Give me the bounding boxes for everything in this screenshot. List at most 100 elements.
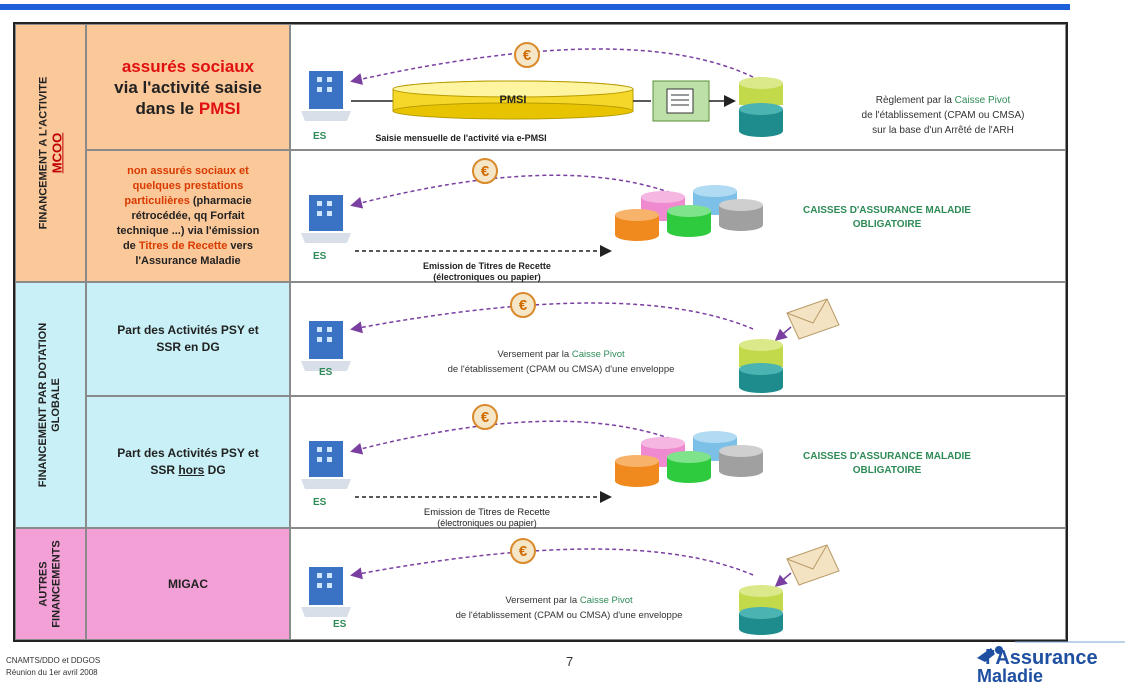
section-dotation-title: FINANCEMENT PAR DOTATION — [37, 322, 50, 488]
row1-right-line1a: Règlement par la — [876, 95, 955, 106]
section-autres-line2: FINANCEMENTS — [50, 540, 63, 628]
building-icon — [301, 321, 351, 371]
document-icon — [652, 80, 710, 122]
caisses-databases-icon — [615, 185, 763, 241]
envelope-icon — [786, 298, 840, 340]
row1-desc-line2: via l'activité saisie — [114, 77, 262, 97]
row1-right-line2: de l'établissement (CPAM ou CMSA) — [862, 110, 1025, 121]
row3-diagram: ES € Versement par la Caisse Pivot de l'… — [290, 282, 1066, 396]
envelope-icon — [786, 544, 840, 586]
row2-right-line2: OBLIGATOIRE — [853, 219, 922, 230]
row1-desc-pmsi: PMSI — [198, 98, 241, 118]
row1-es-label: ES — [313, 131, 327, 142]
row3-desc-line2: SSR en DG — [156, 340, 220, 354]
row5-diagram-svg: ES € Versement par la Caisse Pivot de l'… — [301, 538, 840, 635]
row5-payment-arrow — [350, 548, 754, 580]
row1-right-caisse-pivot: Caisse Pivot — [955, 95, 1011, 106]
assurance-maladie-logo: l'Assurance Maladie — [975, 640, 1131, 686]
building-icon — [301, 567, 351, 617]
caisse-pivot-icon — [739, 585, 783, 635]
financing-table: FINANCEMENT A L'ACTIVITE MCOO FINANCEMEN… — [13, 22, 1068, 642]
euro-icon: € — [514, 42, 540, 68]
row1-pmsi-label: PMSI — [500, 94, 527, 106]
row1-description: assurés sociaux via l'activité saisie da… — [86, 24, 290, 150]
row5-caption-line2: de l'établissement (CPAM ou CMSA) d'une … — [456, 610, 683, 621]
row4-caption-line1: Emission de Titres de Recette — [424, 507, 550, 518]
row4-description: Part des Activités PSY et SSR hors DG — [86, 396, 290, 528]
row5-description: MIGAC — [86, 528, 290, 640]
section-label-dotation: FINANCEMENT PAR DOTATION GLOBALE — [15, 282, 86, 528]
row4-diagram-svg: ES € Emission de Titres de Recette (élec… — [301, 404, 971, 528]
section-dotation-subtitle: GLOBALE — [50, 378, 63, 432]
footer-date: Réunion du 1er avril 2008 — [6, 668, 98, 677]
row5-euro-symbol: € — [519, 543, 528, 560]
euro-icon: € — [472, 158, 498, 184]
row4-es-label: ES — [313, 497, 327, 508]
caisse-pivot-icon — [739, 77, 783, 137]
building-icon — [301, 441, 351, 489]
euro-icon: € — [510, 538, 536, 564]
row3-envelope-arrow — [774, 326, 792, 341]
row5-caption-caisse-pivot: Caisse Pivot — [580, 595, 633, 606]
row2-caption-line2: (électroniques ou papier) — [433, 272, 541, 282]
row2-desc-a: non assurés sociaux et — [127, 164, 249, 177]
row4-right-line1: CAISSES D'ASSURANCE MALADIE — [803, 451, 971, 462]
row3-es-label: ES — [319, 367, 333, 378]
row2-right-line1: CAISSES D'ASSURANCE MALADIE — [803, 205, 971, 216]
section-activite-mcoo: MCOO — [49, 132, 65, 174]
row2-desc-j: l'Assurance Maladie — [135, 254, 241, 267]
logo-person-icon — [977, 646, 1003, 662]
row4-diagram: ES € Emission de Titres de Recette (élec… — [290, 396, 1066, 528]
row4-desc-dg: DG — [204, 463, 226, 477]
row1-desc-line3: dans le — [135, 98, 199, 118]
row3-diagram-svg: ES € Versement par la Caisse Pivot de l'… — [301, 292, 840, 393]
page-number: 7 — [566, 654, 574, 669]
row5-caption-line1: Versement par la Caisse Pivot — [505, 595, 633, 606]
assurance-maladie-logo-svg: l'Assurance Maladie — [977, 641, 1131, 686]
row2-euro-symbol: € — [481, 163, 490, 180]
building-icon — [301, 71, 351, 121]
euro-icon: € — [472, 404, 498, 430]
euro-icon: € — [510, 292, 536, 318]
row2-desc-b: quelques prestations — [132, 179, 244, 192]
row2-desc-c: particulières — [124, 194, 190, 207]
row3-euro-symbol: € — [519, 297, 528, 314]
row5-desc-migac: MIGAC — [168, 576, 208, 591]
row1-caption: Saisie mensuelle de l'activité via e-PMS… — [375, 133, 546, 143]
row1-desc-line1: assurés sociaux — [121, 56, 255, 76]
row5-caption-l1a: Versement par la — [505, 595, 579, 606]
row5-diagram: ES € Versement par la Caisse Pivot de l'… — [290, 528, 1066, 640]
top-blue-bar — [0, 4, 1070, 10]
row5-envelope-arrow — [774, 572, 792, 587]
row3-description: Part des Activités PSY et SSR en DG — [86, 282, 290, 396]
footer-org: CNAMTS/DDO et DDGOS — [6, 656, 101, 665]
row1-diagram: ES € PMSI — [290, 24, 1066, 150]
pmsi-database-icon — [392, 80, 634, 120]
row4-payment-arrow — [350, 420, 678, 455]
row2-desc-titres: Titres de Recette — [138, 239, 228, 252]
row1-right-line1: Règlement par la Caisse Pivot — [876, 95, 1011, 106]
row3-caption-line2: de l'établissement (CPAM ou CMSA) d'une … — [448, 364, 675, 375]
row4-caption-line2: (électroniques ou papier) — [437, 518, 537, 528]
caisse-pivot-icon — [739, 339, 783, 393]
row2-diagram-svg: ES € Emission de Titres de Recette (élec… — [301, 158, 971, 282]
row1-payment-arrow — [350, 48, 754, 85]
row2-desc-e: rétrocédée, qq Forfait — [131, 209, 245, 222]
building-icon — [301, 195, 351, 243]
section-autres-line1: AUTRES — [37, 561, 50, 607]
section-label-autres: AUTRES FINANCEMENTS — [15, 528, 86, 640]
row2-payment-arrow — [350, 174, 678, 209]
row3-desc-line1: Part des Activités PSY et — [117, 323, 259, 337]
row3-payment-arrow — [350, 302, 754, 334]
row4-desc-hors: hors — [178, 463, 205, 477]
row1-diagram-svg: ES € PMSI — [301, 42, 1025, 143]
row2-es-label: ES — [313, 251, 327, 262]
caisses-databases-icon — [615, 431, 763, 487]
row2-desc-i: vers — [227, 239, 254, 252]
row2-description: non assurés sociaux et quelques prestati… — [86, 150, 290, 282]
section-label-autres-text: AUTRES FINANCEMENTS — [38, 540, 64, 627]
row2-desc-d: (pharmacie — [189, 194, 252, 207]
logo-text-line2: Maladie — [977, 666, 1043, 684]
row1-euro-symbol: € — [523, 47, 532, 64]
section-label-dotation-text: FINANCEMENT PAR DOTATION GLOBALE — [38, 323, 64, 487]
